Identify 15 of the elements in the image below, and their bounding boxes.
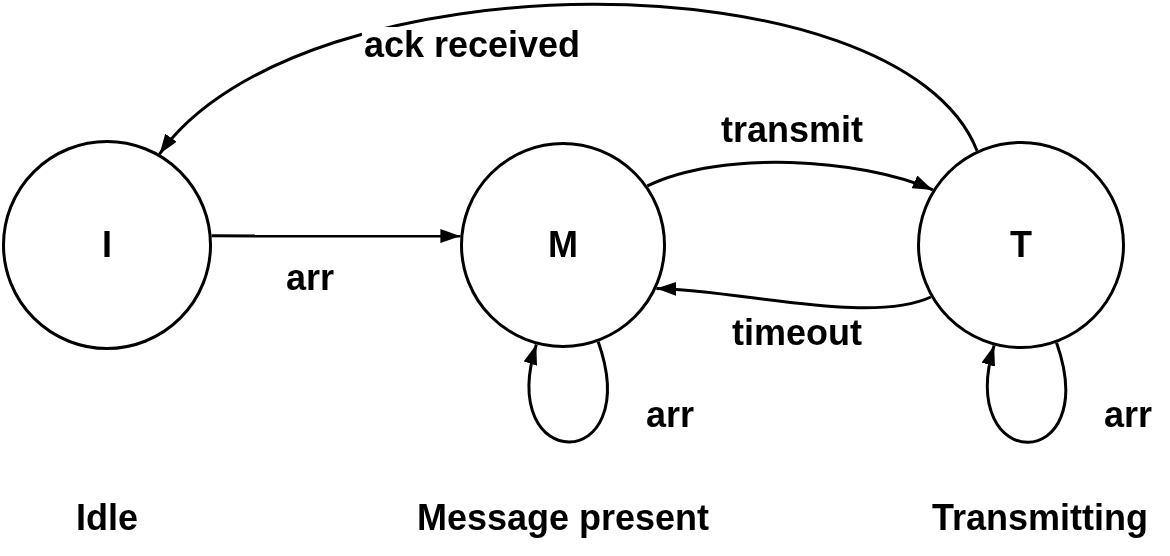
state-circle <box>2 140 212 350</box>
arrow <box>983 342 1067 444</box>
state-label: M <box>548 224 578 266</box>
arrow <box>656 282 932 310</box>
arrow <box>646 160 934 192</box>
arrow <box>158 3 979 156</box>
arrow <box>211 229 461 243</box>
state-caption: Transmitting <box>932 500 1148 536</box>
state-circle <box>917 141 1125 349</box>
arrow <box>525 341 609 444</box>
state-caption: Idle <box>76 500 138 536</box>
state-caption: Message present <box>416 500 710 536</box>
state-label: T <box>1010 224 1032 266</box>
state-label: I <box>102 224 112 266</box>
state-circle <box>460 142 666 348</box>
